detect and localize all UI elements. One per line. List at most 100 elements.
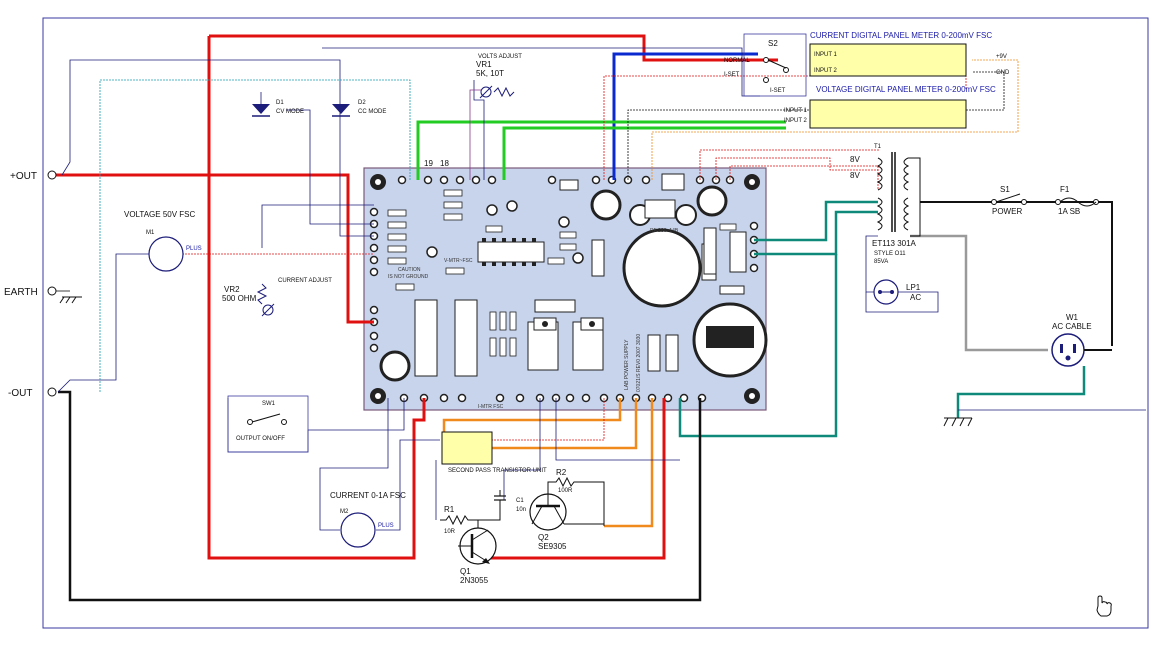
wire-thin-red-2: [603, 75, 967, 180]
terminal-out-plus: +OUT: [10, 170, 57, 182]
transformer-t1: T1 8V 8V ET113 301A STYLE O11 85VA: [850, 144, 921, 265]
wire-orange-3: [442, 398, 622, 440]
wire-black-negative: [58, 390, 702, 602]
c1-ref: C1: [516, 498, 524, 504]
vr2-value: 500 OHM: [222, 294, 257, 303]
switch-sw1: SW1 OUTPUT ON/OFF: [227, 395, 309, 453]
current-panel-meter-in2: INPUT 2: [814, 68, 838, 74]
current-meter-plus: PLUS: [378, 523, 394, 529]
current-panel-meter: CURRENT DIGITAL PANEL METER 0-200mV FSC …: [809, 31, 992, 77]
wire-navy-8: [319, 398, 389, 531]
wire-orange-2: [604, 398, 654, 528]
transformer-ref: T1: [874, 144, 882, 150]
switch-s1-ref: S1: [1000, 185, 1010, 194]
transistor-q2: Q2 SE9305: [529, 493, 567, 551]
vr2-ref: VR2: [224, 285, 240, 294]
wire-thin-red-6: [490, 398, 605, 441]
wire-thin-black: [627, 71, 1005, 180]
vr1-value: 5K, 10T: [476, 69, 504, 78]
wire-teal-3: [678, 254, 838, 438]
switch-sw1-label: OUTPUT ON/OFF: [236, 436, 285, 442]
wire-navy-10: [503, 398, 541, 500]
wire-blue: [612, 52, 758, 180]
current-meter: CURRENT 0-1A FSC M2 PLUS: [330, 491, 406, 548]
q2-ref: Q2: [538, 533, 549, 542]
main-pcb: CAUTION IS NOT GROUND V-MTR~FSC I-MTR FS…: [363, 167, 768, 411]
wire-black-mains: [920, 201, 1113, 346]
pcb-code: 07021/S REV0 2007 3030: [636, 334, 642, 392]
pcb-caution: CAUTION: [398, 267, 421, 273]
wire-navy-3: [261, 204, 374, 248]
panel-supply-gnd: GND: [996, 70, 1010, 76]
r1-ref: R1: [444, 505, 455, 514]
current-panel-meter-in1: INPUT 1: [814, 52, 838, 58]
current-meter-ref: M2: [340, 509, 349, 515]
terminal-earth: EARTH: [4, 286, 82, 304]
vr1-ref: VR1: [476, 60, 492, 69]
fuse-f1: F1 1A SB: [1055, 185, 1099, 216]
switch-s2-ref: S2: [768, 39, 778, 48]
wire-navy-2: [57, 253, 150, 393]
wire-navy-4: [286, 109, 374, 225]
wire-teal-1: [754, 200, 878, 242]
q2-part: SE9305: [538, 542, 567, 551]
voltage-panel-meter-in2: INPUT 2: [784, 118, 808, 124]
transformer-tap2: 8V: [850, 171, 860, 180]
wire-red-left: [207, 36, 426, 560]
transformer-model: ET113 301A: [872, 239, 917, 248]
terminal-earth-label: EARTH: [4, 287, 38, 298]
fuse-ref: F1: [1060, 185, 1070, 194]
wire-red-positive: [55, 173, 374, 324]
voltage-meter-title: VOLTAGE 50V FSC: [124, 210, 196, 219]
mains-plug-w1: W1 AC CABLE: [1051, 313, 1112, 367]
wire-thin-red-3: [699, 149, 880, 180]
led-d2-label: CC MODE: [358, 109, 386, 115]
pcb-imtr: I-MTR FSC: [478, 404, 504, 410]
wire-red-bottom: [480, 398, 666, 560]
wire-q-bridge: [477, 519, 500, 528]
vr2-potentiometer: VR2 500 OHM CURRENT ADJUST: [222, 278, 332, 317]
voltage-panel-meter-title: VOLTAGE DIGITAL PANEL METER 0-200mV FSC: [816, 85, 996, 94]
current-panel-meter-title: CURRENT DIGITAL PANEL METER 0-200mV FSC: [810, 31, 992, 40]
r1-val: 10R: [444, 529, 456, 535]
lamp-lp1: LP1 AC: [865, 235, 939, 313]
led-d1: D1 CV MODE: [252, 92, 304, 117]
terminal-out-minus-label: -OUT: [8, 388, 32, 399]
transformer-tap1: 8V: [850, 155, 860, 164]
transformer-style: STYLE O11: [874, 251, 906, 257]
vr1-caption: VOLTS ADJUST: [478, 54, 522, 60]
wire-navy-9: [376, 439, 440, 531]
capacitor-c1: C1 10n: [494, 490, 526, 513]
wire-teal-earth: [956, 366, 1086, 418]
switch-s1-label: POWER: [992, 207, 1022, 216]
r2-val: 100R: [558, 488, 573, 494]
wire-green-2: [502, 126, 786, 180]
r2-ref: R2: [556, 468, 567, 477]
vr2-caption: CURRENT ADJUST: [278, 278, 332, 284]
pcb-vmtr: V-MTR~FSC: [444, 258, 473, 264]
switch-s1-power: S1 POWER: [991, 185, 1027, 216]
wire-navy-11: [555, 398, 680, 461]
wire-thin-red-4: [715, 157, 878, 180]
c1-val: 10n: [516, 507, 526, 513]
led-d1-ref: D1: [276, 100, 284, 106]
transistor-q1: Q1 2N3055: [458, 527, 497, 585]
switch-s2-normal: NORMAL: [724, 58, 750, 64]
wire-purple: [469, 89, 486, 180]
hand-pointer-icon: [1096, 595, 1112, 617]
second-pass-transistor-unit: SECOND PASS TRANSISTOR UNIT: [441, 431, 547, 474]
terminal-out-plus-label: +OUT: [10, 171, 37, 182]
wire-green-1: [416, 120, 786, 180]
diagram-border: [42, 17, 1149, 629]
fuse-value: 1A SB: [1058, 207, 1080, 216]
voltage-panel-meter: VOLTAGE DIGITAL PANEL METER 0-200mV FSC …: [784, 85, 996, 129]
lamp-ref: LP1: [906, 283, 921, 292]
pin-number-19: 19: [424, 159, 433, 168]
switch-sw1-ref: SW1: [262, 401, 276, 407]
panel-supply-plus: +9V: [996, 54, 1007, 60]
voltage-meter: VOLTAGE 50V FSC M1 PLUS: [124, 210, 202, 272]
wire-teal-2: [754, 210, 878, 256]
q1-part: 2N3055: [460, 576, 489, 585]
mains-label: AC CABLE: [1052, 322, 1092, 331]
